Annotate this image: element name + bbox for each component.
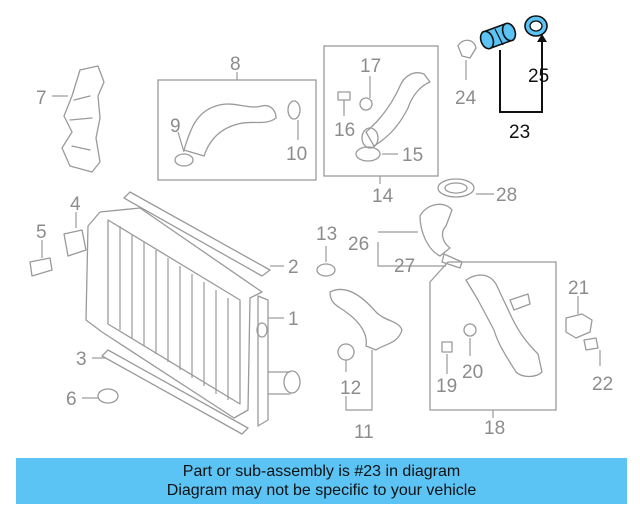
clamp-28-inner — [444, 182, 468, 194]
highlighted-clamp-ring[interactable] — [524, 15, 548, 37]
seal-17 — [359, 97, 373, 111]
intercooler-part — [85, 207, 301, 427]
clamp-10 — [287, 100, 301, 120]
grommet-20 — [463, 323, 477, 337]
highlighted-hose-part[interactable] — [478, 21, 517, 50]
mount-6 — [97, 388, 119, 404]
air-duct-part — [465, 274, 543, 378]
sensor-27 — [441, 253, 463, 269]
callout-28: 28 — [496, 185, 517, 206]
group-box-8 — [157, 79, 317, 181]
callout-10: 10 — [286, 144, 307, 165]
leader-9 — [177, 131, 185, 153]
leader-11-12 — [345, 350, 373, 411]
pipe-part — [365, 72, 431, 147]
callout-24: 24 — [455, 88, 477, 109]
callout-4: 4 — [70, 194, 81, 215]
group-box-18 — [429, 261, 557, 411]
banner-line-1: Part or sub-assembly is #23 in diagram — [182, 463, 461, 480]
callout-19: 19 — [436, 376, 457, 397]
charge-hose-part — [183, 103, 277, 157]
clamp-12 — [337, 343, 355, 361]
callout-27: 27 — [394, 256, 415, 277]
clip-24 — [457, 39, 477, 59]
duct-flange — [509, 293, 531, 311]
clamp-9 — [174, 153, 194, 167]
sensor-21 — [565, 313, 593, 339]
callout-6: 6 — [66, 389, 77, 410]
callout-15: 15 — [402, 145, 423, 166]
callout-13: 13 — [316, 224, 337, 245]
callout-2: 2 — [288, 257, 299, 278]
clamp-13 — [316, 263, 336, 277]
callout-8: 8 — [230, 54, 241, 75]
leader-27 — [377, 242, 446, 267]
parts-diagram: 25 23 7 8 9 10 14 17 16 15 24 28 26 27 — [29, 15, 613, 443]
bolt-5 — [29, 257, 53, 277]
leader-23 — [499, 40, 543, 113]
callout-5: 5 — [36, 222, 47, 243]
callout-16: 16 — [334, 120, 355, 141]
oring-15 — [355, 146, 381, 162]
strip-3 — [101, 349, 249, 435]
callout-7: 7 — [36, 88, 47, 109]
callout-22: 22 — [592, 374, 613, 395]
callout-14: 14 — [372, 186, 394, 207]
callout-1: 1 — [288, 309, 299, 330]
callout-3: 3 — [76, 349, 87, 370]
callout-12: 12 — [340, 378, 361, 399]
elbow-part — [419, 203, 453, 257]
info-banner: Part or sub-assembly is #23 in diagram D… — [16, 458, 627, 504]
callout-17: 17 — [360, 56, 381, 77]
group-box-14 — [323, 45, 439, 177]
callout-9: 9 — [170, 116, 181, 137]
clamp-28 — [437, 178, 475, 198]
banner-line-2: Diagram may not be specific to your vehi… — [166, 482, 477, 499]
callout-20: 20 — [462, 362, 483, 383]
callout-21: 21 — [568, 278, 589, 299]
bracket-part — [61, 65, 105, 173]
bolt-19 — [441, 341, 453, 353]
hose-11 — [329, 288, 403, 351]
screw-22 — [583, 337, 599, 351]
bolt-16 — [337, 91, 351, 109]
strip-2 — [123, 191, 271, 277]
callout-25: 25 — [528, 66, 549, 87]
callout-26: 26 — [348, 234, 369, 255]
pipe-end — [361, 127, 379, 149]
callout-18: 18 — [484, 418, 505, 439]
callout-23: 23 — [509, 122, 530, 143]
arrowhead-25 — [537, 34, 547, 42]
bracket-4 — [63, 229, 87, 257]
callout-11: 11 — [354, 422, 374, 443]
